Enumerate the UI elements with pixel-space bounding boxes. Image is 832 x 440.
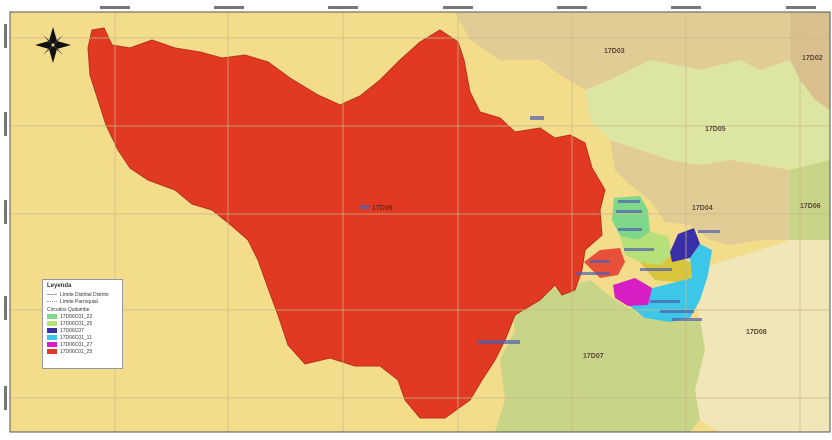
zone-label-17D04: 17D04 [692,205,713,212]
legend-boundary-label: Límite Distrital Distrito [60,291,109,298]
zone-17D09 [695,240,830,432]
legend-circuit-swatch [47,342,57,347]
zone-17D06 [790,160,830,240]
legend-circuit-label: 17D06C01_27 [60,341,93,348]
circuit-magenta [613,278,652,306]
top-coordinate-ticks [100,6,816,9]
legend-circuit-row: 17D06C01_22 [47,313,118,320]
legend-circuit-label: 17D06C01_25 [60,320,93,327]
zone-label-17D02: 17D02 [802,55,823,62]
legend-boundary-swatch [47,301,57,302]
legend-circuit-swatch [47,314,57,319]
zone-label-17D03: 17D03 [604,48,625,55]
legend-circuit-swatch [47,349,57,354]
legend-circuit-label: 17D06C01_25 [60,348,93,355]
legend-circuit-row: 17D06C01_11 [47,334,118,341]
zone-label-17D09: 17D09 [372,205,393,212]
legend-circuit-row: 17D06C01_25 [47,348,118,355]
compass-rose-icon [35,27,71,63]
legend-boundary-label: Límite Parroquial [60,298,98,305]
circuit-cyan [628,244,712,322]
map-grid [10,12,830,432]
zone-17D03 [455,12,790,90]
legend-circuit-label: 17D06C01_22 [60,313,93,320]
legend-circuit-row: 17D06C01_27 [47,341,118,348]
legend-circuit-row: 17D06C07 [47,327,118,334]
zone-label-17D08: 17D08 [746,329,767,336]
circuit-tiny-labels [360,116,720,344]
legend-boundary-row: Límite Distrital Distrito [47,291,118,298]
legend-boundary-row: Límite Parroquial [47,298,118,305]
zone-label-17D06: 17D06 [800,203,821,210]
left-coordinate-ticks [4,24,7,410]
map-border [9,11,831,433]
legend-circuit-swatch [47,328,57,333]
legend-boundary-swatch [47,294,57,295]
zone-label-17D07: 17D07 [583,353,604,360]
legend-circuit-row: 17D06C01_25 [47,320,118,327]
legend-circuit-swatch [47,335,57,340]
legend-title: Leyenda [47,283,72,289]
map-legend: Leyenda Límite Distrital Distrito Límite… [42,279,123,369]
legend-circuit-label: 17D06C01_11 [60,334,92,341]
zone-label-17D05: 17D05 [705,126,726,133]
circuit-purple [670,228,700,262]
legend-circuit-label: 17D06C07 [60,327,84,334]
zone-17D04 [610,140,790,245]
zone-17D08-red [87,27,606,419]
zone-17D05 [585,60,830,170]
legend-section-title: Circuitos Quitumbe [47,307,90,313]
legend-circuit-swatch [47,321,57,326]
legend-circuit-list: 17D06C01_22 17D06C01_25 17D06C07 17D06C0… [47,313,118,355]
